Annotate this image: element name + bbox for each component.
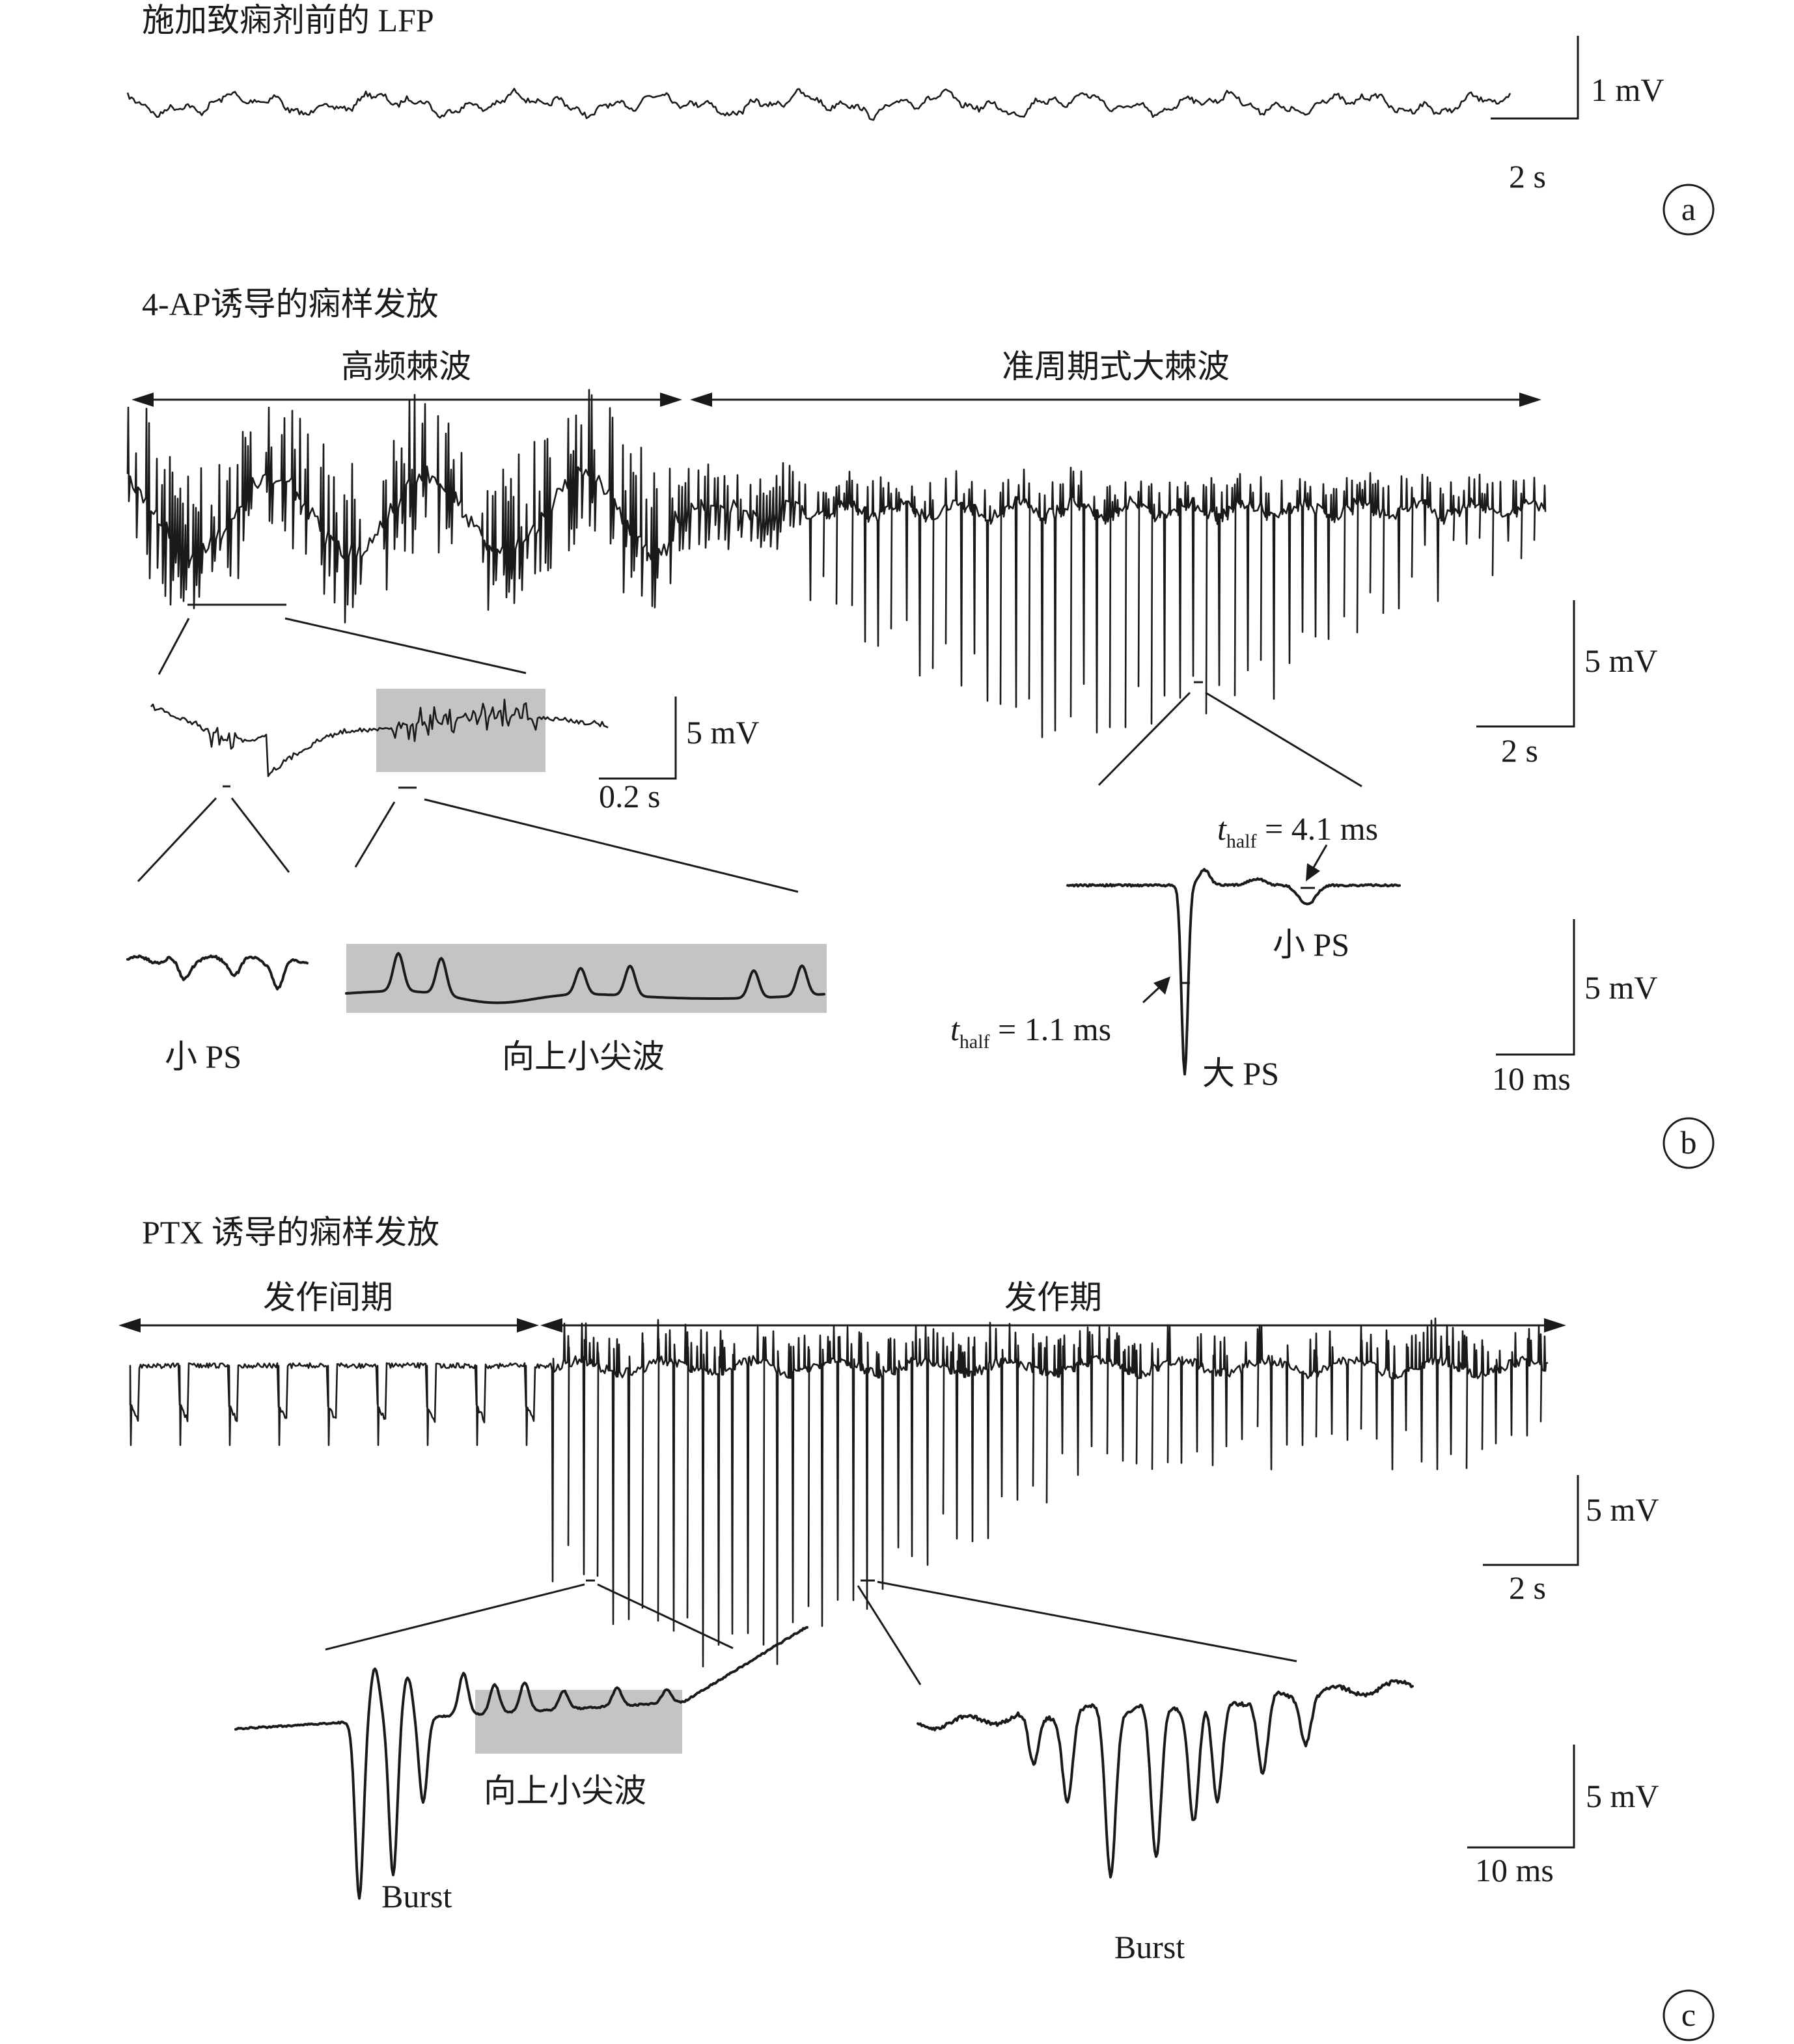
zoom-line-upward-b xyxy=(424,798,799,893)
zoom-line-small-ps-a xyxy=(137,797,217,883)
panel-c-detail-scale-time: 10 ms xyxy=(1475,1852,1554,1888)
panel-b-main-scale-voltage: 5 mV xyxy=(1584,642,1658,679)
thalf-small-annotation: thalf = 4.1 ms xyxy=(1217,810,1378,852)
panel-a-scale-voltage: 1 mV xyxy=(1591,72,1664,108)
panel-b: 4-AP诱导的痫样发放 高频棘波 准周期式大棘波 5 mV 2 s 5 mV xyxy=(126,286,1715,1169)
phase-label-interictal: 发作间期 xyxy=(263,1279,393,1316)
panel-b-badge-circle xyxy=(1663,1117,1715,1169)
panel-b-title: 4-AP诱导的痫样发放 xyxy=(142,286,439,322)
thalf-small-symbol: t xyxy=(1217,810,1227,847)
panel-c-main-scale-bar xyxy=(1483,1475,1579,1566)
panel-a-scale-bar xyxy=(1491,36,1579,120)
upward-spikes-label-c: 向上小尖波 xyxy=(484,1773,646,1809)
zoom-line-right-b xyxy=(1205,691,1362,788)
zoom-line-upward-a xyxy=(354,801,396,868)
panel-b-zoom-scale-voltage: 5 mV xyxy=(686,714,760,751)
zoom-line-c2-b xyxy=(877,1581,1297,1663)
thalf-big-symbol: t xyxy=(950,1011,960,1047)
zoom-line-c1-a xyxy=(325,1583,585,1651)
panel-a-badge-circle xyxy=(1663,184,1715,236)
phase-label-high-freq: 高频棘波 xyxy=(341,348,471,385)
small-ps-label-right: 小 PS xyxy=(1273,926,1349,963)
panel-b-zoom-scale-bar xyxy=(599,697,677,780)
upward-spike-highlight-zoom xyxy=(376,689,545,772)
zoom-line-left-b xyxy=(284,617,527,674)
panel-a-badge: a xyxy=(1681,191,1696,227)
phase-arrow-right xyxy=(690,393,1541,407)
panel-b-detail-scale-bar xyxy=(1496,919,1575,1056)
thalf-small-arrowhead xyxy=(1306,863,1320,881)
phase-label-ictal: 发作期 xyxy=(1004,1279,1102,1316)
upward-spike-highlight-c xyxy=(475,1690,682,1754)
thalf-big-arrowhead xyxy=(1153,976,1170,995)
small-ps-detail-trace xyxy=(126,954,309,991)
panel-a-title: 施加致痫剂前的 LFP xyxy=(142,2,434,38)
ptx-main-trace xyxy=(129,1317,1549,1668)
panel-c-main-scale-time: 2 s xyxy=(1509,1569,1546,1606)
fourap-zoom-trace xyxy=(150,698,609,777)
phase-arrow-ictal xyxy=(540,1318,1566,1333)
burst-label-left: Burst xyxy=(381,1878,452,1914)
panel-c-main-scale-voltage: 5 mV xyxy=(1586,1491,1659,1528)
panel-b-detail-scale-time: 10 ms xyxy=(1492,1060,1571,1097)
panel-c-detail-scale-voltage: 5 mV xyxy=(1586,1778,1659,1814)
zoom-line-right-a xyxy=(1097,691,1191,786)
panel-c-badge: c xyxy=(1681,1996,1696,2033)
panel-a-scale-time: 2 s xyxy=(1509,158,1546,195)
phase-label-quasi-periodic: 准周期式大棘波 xyxy=(1002,348,1230,385)
panel-b-badge: b xyxy=(1681,1124,1697,1161)
panel-b-zoom-scale-time: 0.2 s xyxy=(599,778,660,814)
burst-detail-right-trace xyxy=(917,1679,1414,1879)
phase-arrow-interictal xyxy=(118,1318,539,1333)
thalf-small-value: = 4.1 ms xyxy=(1257,810,1379,847)
thalf-big-subscript: half xyxy=(959,1031,990,1053)
phase-arrow-left xyxy=(131,393,682,407)
zoom-line-c2-a xyxy=(857,1585,922,1685)
panel-b-main-scale-time: 2 s xyxy=(1501,732,1538,769)
thalf-big-value: = 1.1 ms xyxy=(990,1011,1112,1047)
upward-spike-detail-trace xyxy=(345,952,825,1004)
panel-c: PTX 诱导的痫样发放 发作间期 发作期 5 mV 2 s 向上小尖波 Burs… xyxy=(118,1214,1715,2041)
burst-label-right: Burst xyxy=(1114,1929,1185,1965)
zoom-line-c1-b xyxy=(597,1583,734,1650)
zoom-line-left-a xyxy=(158,618,190,675)
thalf-small-subscript: half xyxy=(1226,831,1257,852)
population-spike-detail-trace xyxy=(1066,868,1401,1076)
burst-detail-left-trace xyxy=(234,1626,808,1900)
panel-c-detail-scale-bar xyxy=(1467,1745,1575,1849)
panel-c-title: PTX 诱导的痫样发放 xyxy=(142,1214,439,1250)
small-ps-label: 小 PS xyxy=(165,1038,242,1075)
panel-c-badge-circle xyxy=(1663,1989,1715,2041)
panel-a: 施加致痫剂前的 LFP 1 mV 2 s a xyxy=(126,2,1715,236)
big-ps-label: 大 PS xyxy=(1202,1055,1279,1092)
upward-spikes-label: 向上小尖波 xyxy=(502,1038,665,1075)
panel-b-detail-scale-voltage: 5 mV xyxy=(1584,969,1658,1006)
zoom-line-small-ps-b xyxy=(230,797,290,873)
fourap-main-trace xyxy=(126,389,1547,738)
panel-b-main-scale-bar xyxy=(1476,600,1575,728)
lfp-baseline-trace xyxy=(126,87,1511,121)
thalf-big-arrow xyxy=(1142,984,1163,1004)
thalf-big-annotation: thalf = 1.1 ms xyxy=(950,1011,1111,1053)
thalf-small-arrow xyxy=(1311,844,1328,870)
